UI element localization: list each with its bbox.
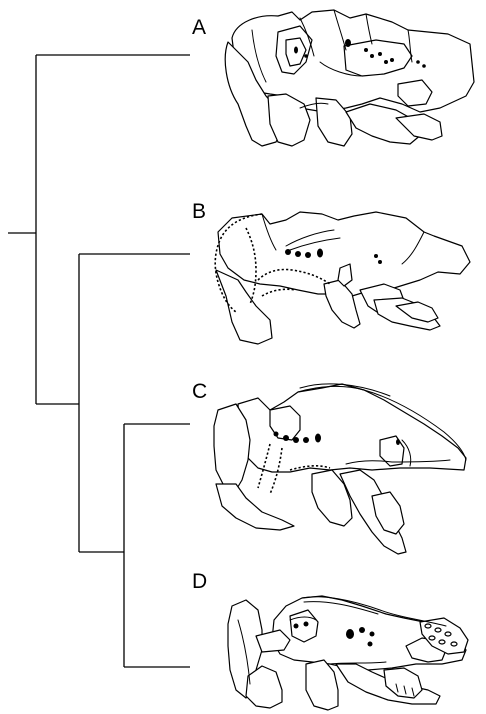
cladogram-tree [8,55,190,667]
panel-label-d: D [192,570,207,593]
skull-drawing-b [215,212,470,344]
skull-drawing-c [214,384,466,554]
panel-label-a: A [192,16,206,39]
panel-label-c: C [192,380,207,403]
skull-drawing-d [228,596,468,710]
skull-drawing-a [225,10,474,146]
panel-label-b: B [192,200,206,223]
